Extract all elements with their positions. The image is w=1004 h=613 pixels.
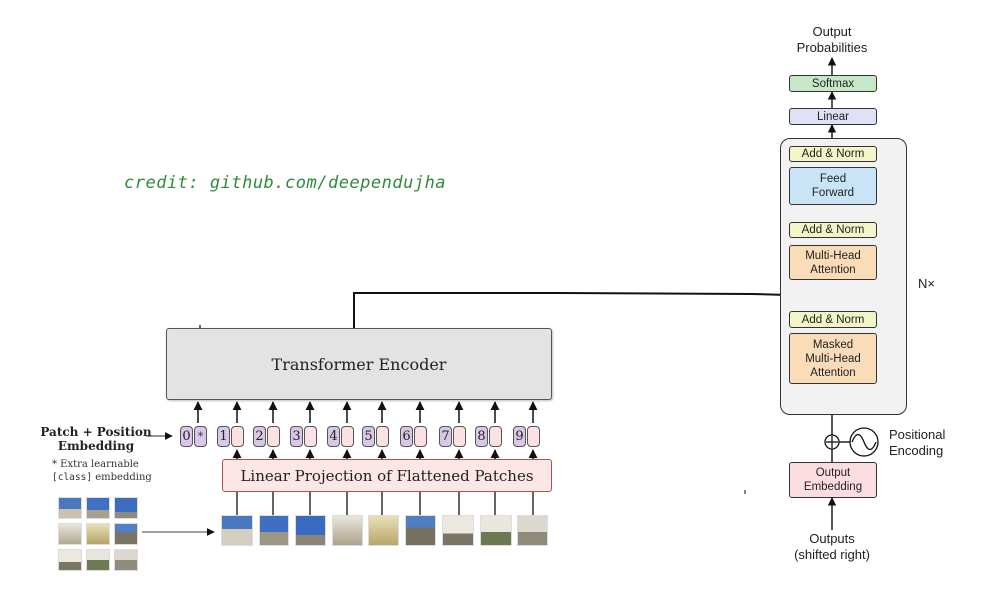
image-patch	[517, 515, 548, 546]
token-number: 5	[362, 426, 375, 447]
image-patch	[368, 515, 399, 546]
extra-learnable-note: * Extra learnable [class] embedding	[52, 458, 172, 484]
token-number: 1	[217, 426, 230, 447]
token-embedding	[453, 426, 466, 447]
token-embedding	[341, 426, 354, 447]
patch-token: 1	[217, 426, 244, 447]
image-patch	[332, 515, 363, 546]
token-embedding	[376, 426, 389, 447]
image-patch	[405, 515, 436, 546]
mha-line-2: Attention	[810, 263, 856, 276]
token-number: 2	[253, 426, 266, 447]
linear-block: Linear	[789, 108, 877, 125]
image-patch	[58, 549, 82, 571]
output-probs-line-2: Probabilities	[796, 40, 868, 55]
patch-token: 8	[475, 426, 502, 447]
image-patch	[480, 515, 512, 546]
token-number: 3	[290, 426, 303, 447]
token-number: 0	[180, 426, 193, 447]
positional-encoding-label: Positional Encoding	[889, 427, 959, 459]
nx-label: N×	[918, 276, 935, 291]
transformer-encoder-box: Transformer Encoder	[166, 328, 552, 400]
positional-line-2: Encoding	[889, 443, 944, 458]
patch-token: 3	[290, 426, 317, 447]
image-patch-grid	[58, 497, 140, 573]
image-patch	[259, 515, 289, 546]
masked-line-1: Masked	[812, 338, 854, 351]
patch-token: 6	[400, 426, 427, 447]
add-norm-block: Add & Norm	[789, 311, 877, 328]
token-embedding	[527, 426, 540, 447]
patch-token: 5	[362, 426, 389, 447]
masked-line-2: Multi-Head	[805, 352, 861, 365]
add-norm-block: Add & Norm	[789, 222, 877, 238]
mha-line-1: Multi-Head	[805, 249, 861, 262]
add-norm-block: Add & Norm	[789, 146, 877, 162]
image-patch	[114, 523, 138, 545]
token-number: 8	[475, 426, 488, 447]
add-norm-label: Add & Norm	[801, 313, 865, 326]
sine-wave-icon	[849, 427, 879, 457]
image-patch	[58, 523, 82, 545]
output-embedding-line-2: Embedding	[803, 481, 863, 493]
output-embedding-line-1: Output	[815, 467, 851, 479]
image-patch	[58, 497, 82, 519]
image-patch	[86, 523, 110, 545]
softmax-label: Softmax	[811, 77, 855, 90]
token-number: 7	[439, 426, 452, 447]
token-number: 4	[327, 426, 340, 447]
token-embedding	[267, 426, 280, 447]
outputs-line-2: (shifted right)	[794, 547, 870, 562]
token-to-encoder-arrows	[193, 401, 538, 423]
add-norm-label: Add & Norm	[801, 148, 865, 160]
image-patch	[114, 497, 138, 519]
add-norm-label: Add & Norm	[801, 224, 865, 236]
output-embedding-block: Output Embedding	[789, 462, 877, 498]
patch-to-projection-lines	[236, 491, 534, 515]
transformer-encoder-label: Transformer Encoder	[271, 354, 447, 374]
token-embedding	[414, 426, 427, 447]
linear-label: Linear	[817, 110, 849, 123]
image-patch	[86, 549, 110, 571]
patch-token: 9	[513, 426, 540, 447]
token-number: 9	[513, 426, 526, 447]
outputs-line-1: Outputs	[809, 531, 855, 546]
projection-to-token-arrows	[232, 449, 538, 459]
output-probabilities-label: Output Probabilities	[782, 24, 882, 56]
extra-note-line-2: embedding	[92, 472, 152, 483]
class-token: 0 *	[180, 426, 207, 447]
image-patch	[86, 497, 110, 519]
token-number: 6	[400, 426, 413, 447]
masked-line-3: Attention	[810, 366, 856, 379]
masked-multi-head-attention-block: Masked Multi-Head Attention	[789, 333, 877, 384]
class-token-star: *	[194, 426, 207, 447]
image-patch	[295, 515, 326, 546]
linear-projection-label: Linear Projection of Flattened Patches	[240, 466, 534, 485]
class-code: [class]	[52, 472, 93, 483]
token-embedding	[304, 426, 317, 447]
image-patch	[221, 515, 253, 546]
ppe-line-2: Embedding	[57, 439, 135, 453]
output-probs-line-1: Output	[812, 24, 852, 39]
add-positional-circle	[824, 434, 840, 450]
extra-note-line-1: * Extra learnable	[52, 459, 139, 470]
patch-token: 7	[439, 426, 466, 447]
ppe-line-1: Patch + Position	[40, 425, 152, 439]
positional-line-1: Positional	[889, 427, 946, 442]
patch-token: 4	[327, 426, 354, 447]
image-patch	[442, 515, 474, 546]
feed-forward-line-2: Forward	[811, 187, 855, 199]
token-embedding	[489, 426, 502, 447]
outputs-label: Outputs (shifted right)	[776, 531, 888, 563]
patch-position-embedding-label: Patch + Position Embedding	[40, 425, 152, 453]
softmax-block: Softmax	[789, 75, 877, 92]
feed-forward-block: Feed Forward	[789, 167, 877, 205]
token-embedding	[231, 426, 244, 447]
linear-projection-box: Linear Projection of Flattened Patches	[222, 459, 552, 492]
image-patch	[114, 549, 138, 571]
feed-forward-line-1: Feed	[819, 173, 847, 185]
credit-text: credit: github.com/deependujha	[124, 173, 447, 193]
multi-head-attention-block: Multi-Head Attention	[789, 245, 877, 280]
patch-token: 2	[253, 426, 280, 447]
